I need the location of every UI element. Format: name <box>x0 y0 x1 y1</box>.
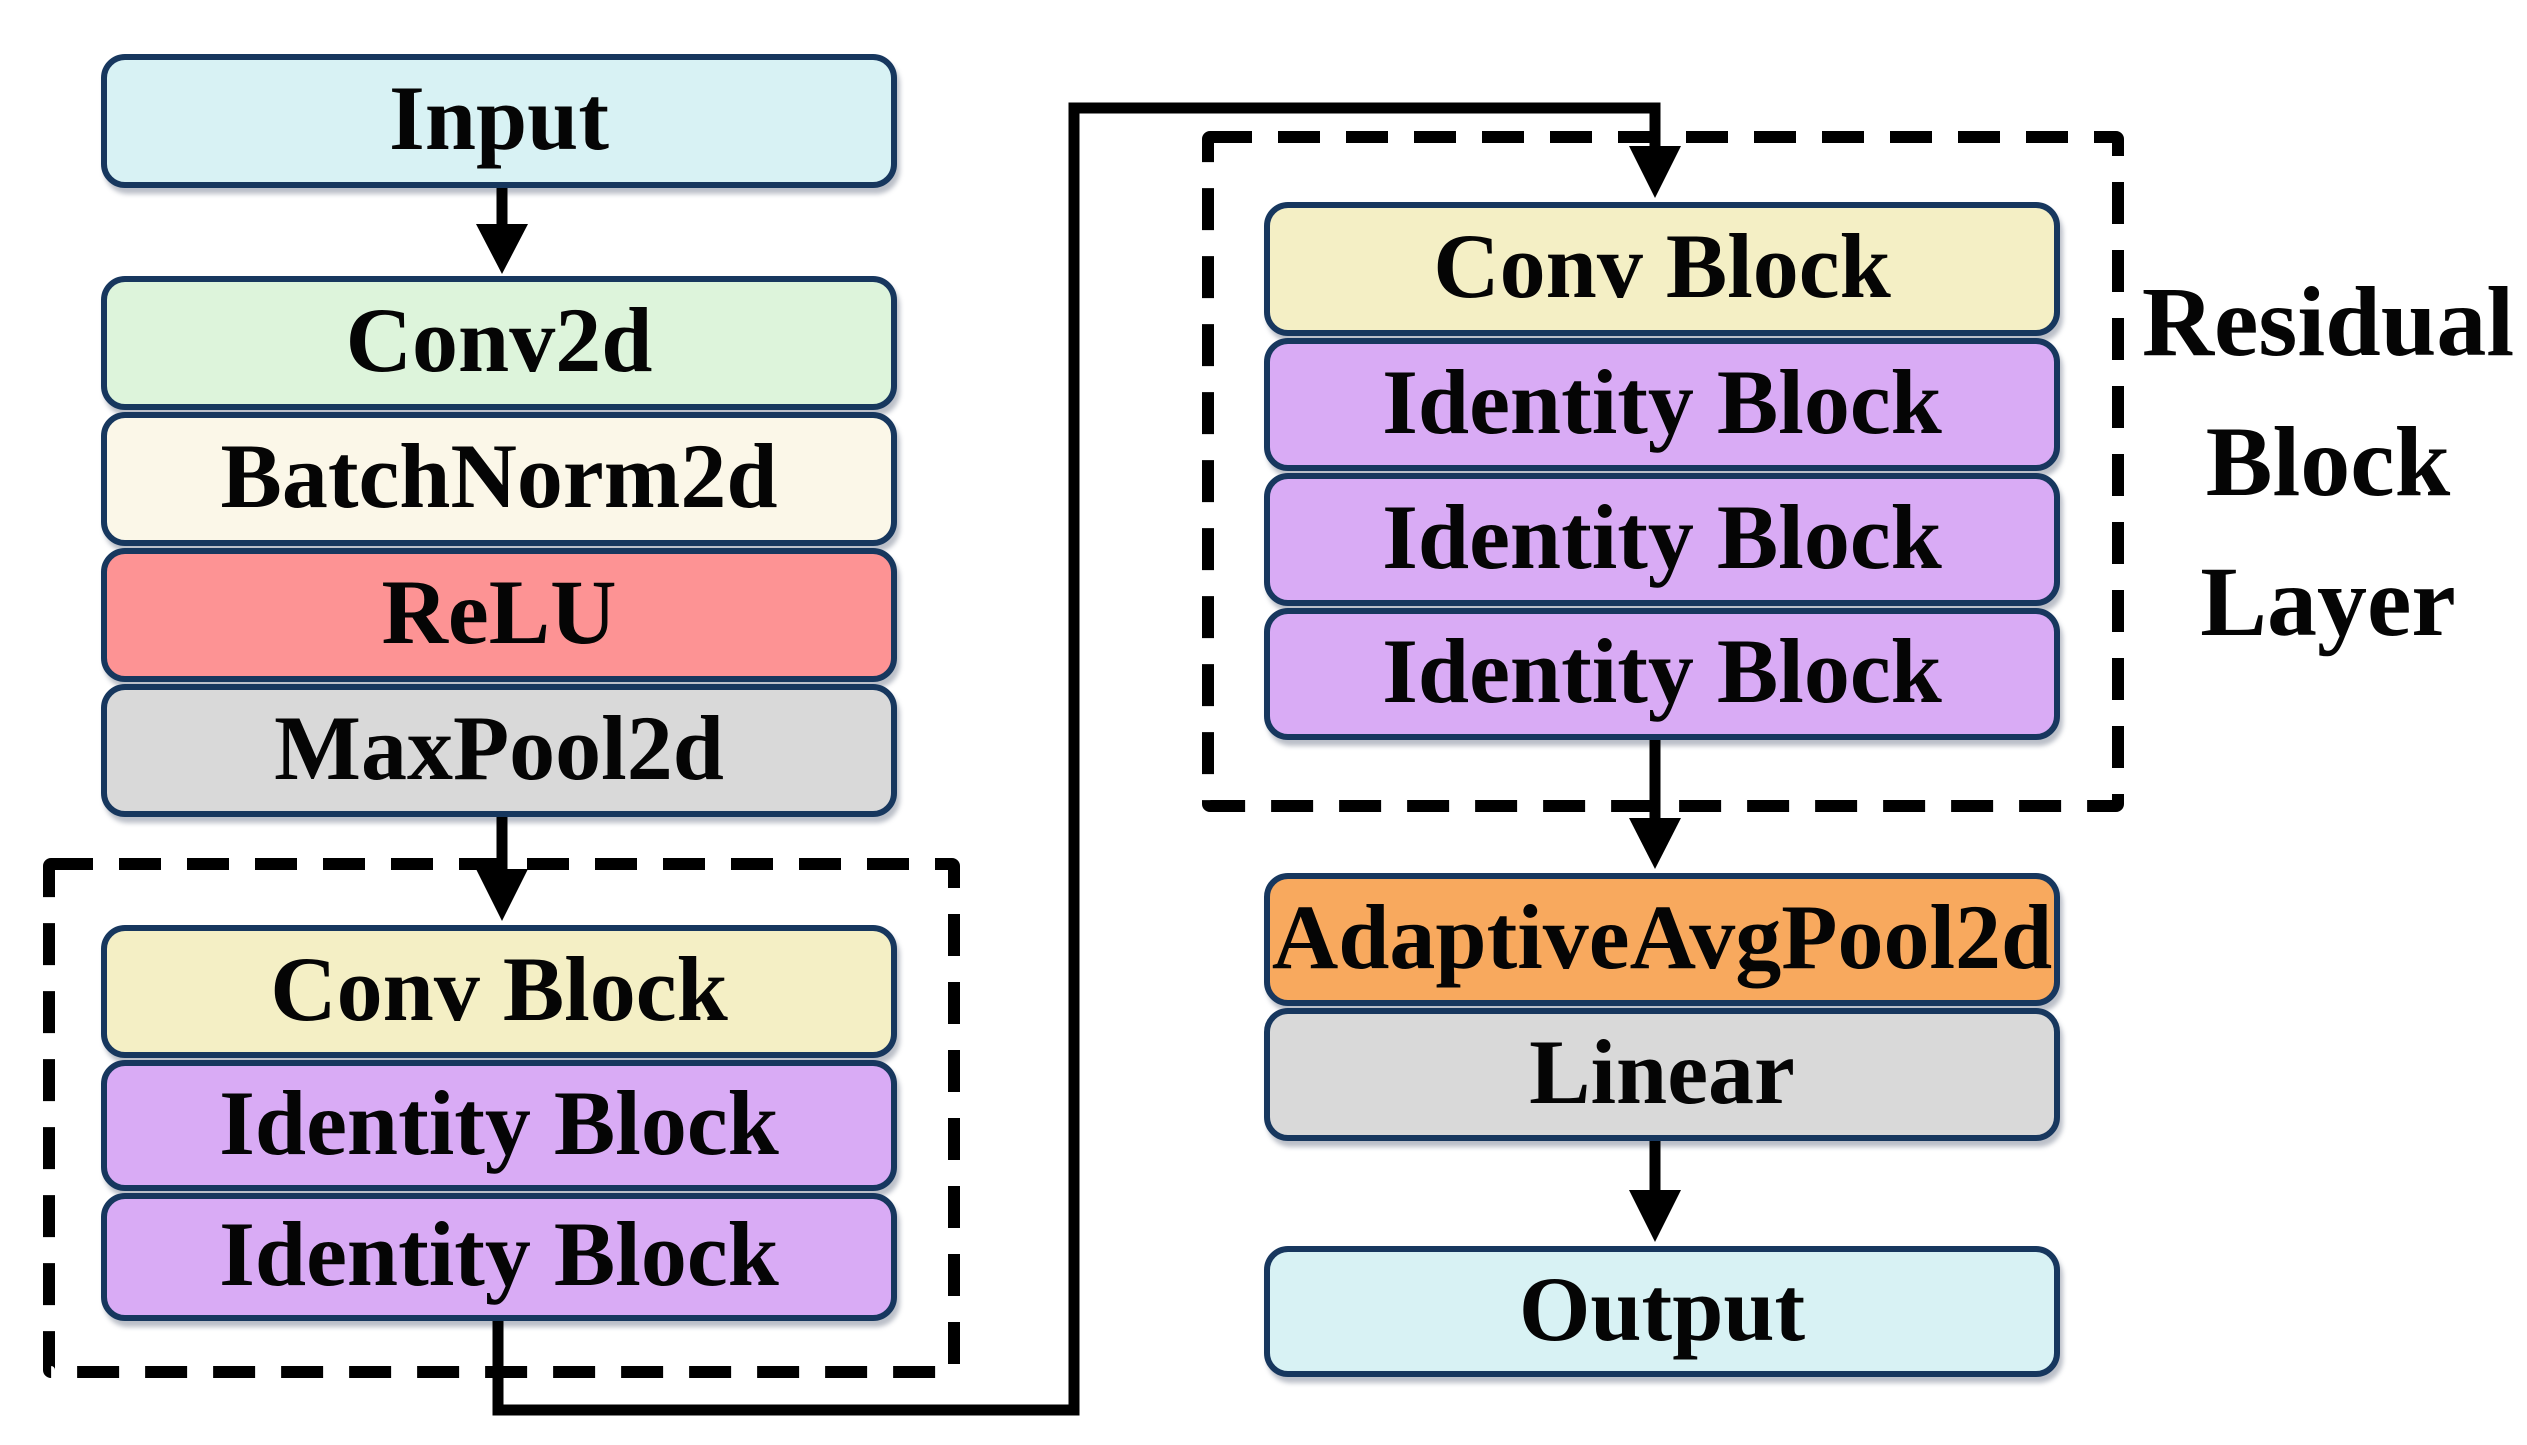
conv-block-left-label: Conv Block <box>270 937 728 1040</box>
relu-block-label: ReLU <box>381 561 617 663</box>
identity-block-left-1: Identity Block <box>101 1060 897 1191</box>
identity-block-left-2: Identity Block <box>101 1193 897 1321</box>
input-block-label: Input <box>389 67 609 169</box>
linear-block-label: Linear <box>1529 1020 1795 1123</box>
identity-block-right-3-label: Identity Block <box>1382 620 1942 722</box>
identity-block-right-1-label: Identity Block <box>1382 350 1942 453</box>
input-block: Input <box>101 54 897 188</box>
identity-block-right-1: Identity Block <box>1264 338 2060 471</box>
batchnorm2d-block-label: BatchNorm2d <box>220 425 778 527</box>
identity-block-right-2-label: Identity Block <box>1382 485 1942 588</box>
batchnorm2d-block: BatchNorm2d <box>101 412 897 546</box>
conv2d-block: Conv2d <box>101 276 897 410</box>
conv-block-left: Conv Block <box>101 925 897 1058</box>
adaptive-avg-pool2d-block: AdaptiveAvgPool2d <box>1264 873 2060 1006</box>
identity-block-left-1-label: Identity Block <box>219 1071 779 1174</box>
identity-block-right-2: Identity Block <box>1264 473 2060 606</box>
arrow-left-group-to-right-group-head <box>1629 146 1681 198</box>
identity-block-right-3: Identity Block <box>1264 608 2060 740</box>
maxpool2d-block-label: MaxPool2d <box>274 696 724 799</box>
arrow-linear-to-output-head <box>1629 1190 1681 1242</box>
identity-block-left-2-label: Identity Block <box>219 1203 779 1305</box>
conv2d-block-label: Conv2d <box>345 289 653 391</box>
arrow-input-to-conv2d-head <box>476 224 528 274</box>
conv-block-right-label: Conv Block <box>1433 215 1891 317</box>
output-block: Output <box>1264 1246 2060 1377</box>
maxpool2d-block: MaxPool2d <box>101 684 897 817</box>
conv-block-right: Conv Block <box>1264 202 2060 336</box>
output-block-label: Output <box>1518 1257 1806 1360</box>
linear-block: Linear <box>1264 1008 2060 1141</box>
arrow-identity-to-adaptivepool-head <box>1629 818 1681 869</box>
residual-block-layer-label: Residual Block Layer <box>2141 266 2515 657</box>
arrow-maxpool-to-convblock-head <box>476 869 528 921</box>
relu-block: ReLU <box>101 548 897 682</box>
adaptive-avg-pool2d-block-label: AdaptiveAvgPool2d <box>1271 885 2053 988</box>
